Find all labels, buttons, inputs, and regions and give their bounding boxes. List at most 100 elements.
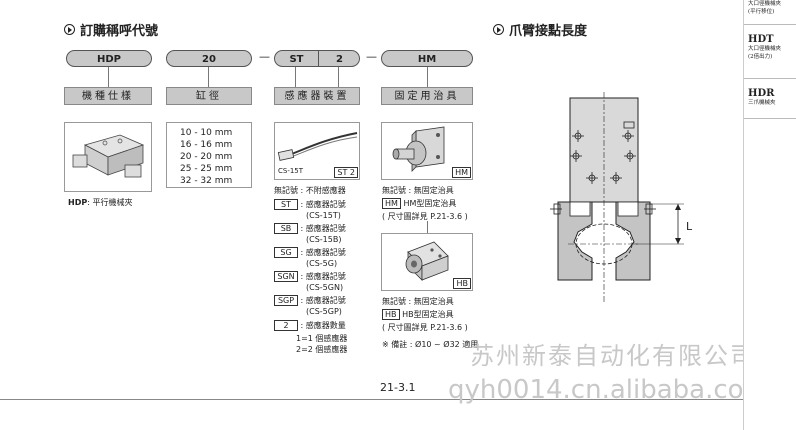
bore-item: 32 - 32 mm <box>180 176 233 186</box>
sidebar-item-hdt[interactable]: HDT 大口徑機械夾 (2倍出力) <box>748 34 794 61</box>
connector <box>427 67 428 87</box>
divider <box>318 51 319 66</box>
header-bore: 缸徑 <box>166 87 252 105</box>
connector <box>295 67 296 87</box>
watermark-company: 苏州新泰自动化有限公司 <box>470 342 756 370</box>
sensor-icon <box>277 132 358 161</box>
note: ※ 備註 : Ø10 ~ Ø32 適用 <box>382 340 479 349</box>
header-model: 機種仕樣 <box>64 87 152 105</box>
code-sensor-qty: 2 <box>336 54 343 65</box>
fixture-hm-tag: HM <box>452 167 471 178</box>
fixture-hm-image: HM <box>381 122 473 180</box>
dash: — <box>366 50 377 63</box>
sensor-code: SGN <box>274 271 298 282</box>
sidebar-item-sub: 大口徑機械夾 <box>748 1 782 7</box>
bore-item: 25 - 25 mm <box>180 164 233 174</box>
sensor-sub: (CS-5GP) <box>306 307 342 316</box>
code-sensor: ST <box>289 54 304 65</box>
dash: — <box>259 50 270 63</box>
sensor-text: : 感應器記號 <box>300 272 346 281</box>
sensor-text: : 感應器記號 <box>300 200 346 209</box>
page-number: 21-3.1 <box>380 381 416 394</box>
connector <box>427 221 428 233</box>
model-caption-code: HDP <box>68 198 88 207</box>
hb-fixture-icon <box>405 241 449 281</box>
sensor-qty: 2 : 感應器數量 <box>274 320 374 331</box>
sensor-sub: (CS-5GN) <box>306 283 344 292</box>
order-code-title-text: 訂購稱呼代號 <box>80 24 159 39</box>
sensor-image-label: CS-15T <box>278 167 304 175</box>
code-pill-bore: 20 <box>166 50 252 67</box>
sensor-option: SGP : 感應器記號 <box>274 295 374 306</box>
fixture-hm-options: 無記號 : 無固定治具 HM HM型固定治具 ( 尺寸圖詳見 P.21-3.6 … <box>382 185 492 222</box>
sensor-text: : 感應器記號 <box>300 248 346 257</box>
code-model: HDP <box>97 54 121 65</box>
arm-dim-label: L <box>686 220 693 233</box>
model-image <box>64 122 152 192</box>
fixture-hb-code: HB <box>382 309 400 320</box>
connector <box>108 67 109 87</box>
bullet-icon <box>493 24 504 35</box>
gripper-icon <box>72 134 145 178</box>
watermark-url: qyh0014.cn.alibaba.com <box>448 375 769 405</box>
sensor-image: CS-15T ST 2 <box>274 122 360 180</box>
fixture-hm-ref: ( 尺寸圖詳見 P.21-3.6 ) <box>382 212 468 221</box>
code-fixture: HM <box>417 54 437 65</box>
sensor-qty-text: : 感應器數量 <box>300 321 346 330</box>
sensor-code: ST <box>274 199 298 210</box>
code-pill-fixture: HM <box>381 50 473 67</box>
bore-item: 20 - 20 mm <box>180 152 233 162</box>
fixture-hm-line: HM HM型固定治具 <box>382 198 492 209</box>
fixture-hb-tag: HB <box>453 278 471 289</box>
connector <box>208 67 209 87</box>
code-pill-model: HDP <box>66 50 152 67</box>
sensor-text: : 感應器記號 <box>300 296 346 305</box>
sensor-option: SB : 感應器記號 <box>274 223 374 234</box>
sidebar-item-sub: (2倍出力) <box>748 54 773 60</box>
sidebar-item-title: HDR <box>748 88 775 99</box>
sensor-options: 無記號 : 不附感應器 ST : 感應器記號 (CS-15T) SB : 感應器… <box>274 185 374 355</box>
sidebar-item-title: HDT <box>748 34 774 45</box>
connector <box>338 67 339 87</box>
sidebar-divider <box>744 118 796 119</box>
sensor-sub: (CS-15B) <box>306 235 342 244</box>
sensor-qty-line: 1=1 個感應器 <box>296 334 348 343</box>
sensor-option: ST : 感應器記號 <box>274 199 374 210</box>
sensor-option: SG : 感應器記號 <box>274 247 374 258</box>
sensor-code: SGP <box>274 295 298 306</box>
fixture-hb-ref: ( 尺寸圖詳見 P.21-3.6 ) <box>382 323 468 332</box>
fixture-hb-image: HB <box>381 233 473 291</box>
bore-list: 10 - 10 mm 16 - 16 mm 20 - 20 mm 25 - 25… <box>166 122 252 188</box>
arm-length-title: 爪臂接點長度 <box>493 20 587 39</box>
sidebar-item-hdr[interactable]: HDR 三爪機械夾 <box>748 88 794 107</box>
sidebar-item-hdp[interactable]: 大口徑機械夾 (平行移位) <box>748 0 794 16</box>
sidebar: 大口徑機械夾 (平行移位) HDT 大口徑機械夾 (2倍出力) HDR 三爪機械… <box>743 0 796 430</box>
code-pill-sensor: ST 2 <box>274 50 360 67</box>
model-caption-text: : 平行機械夾 <box>87 198 133 207</box>
fixture-hb-line: HB HB型固定治具 <box>382 309 492 320</box>
fixture-hb-options: 無記號 : 無固定治具 HB HB型固定治具 ( 尺寸圖詳見 P.21-3.6 … <box>382 296 492 350</box>
model-caption: HDP: 平行機械夾 <box>68 197 132 208</box>
fixture-hm-none: 無記號 : 無固定治具 <box>382 186 454 195</box>
sensor-option: SGN : 感應器記號 <box>274 271 374 282</box>
arm-drawing <box>550 92 684 302</box>
sidebar-divider <box>744 78 796 79</box>
bullet-icon <box>64 24 75 35</box>
header-sensor: 感應器裝置 <box>274 87 360 105</box>
fixture-hb-text: HB型固定治具 <box>402 310 454 319</box>
sensor-qty-code: 2 <box>274 320 298 331</box>
sidebar-item-sub: 三爪機械夾 <box>748 100 776 106</box>
sensor-sub: (CS-5G) <box>306 259 338 268</box>
fixture-hb-none: 無記號 : 無固定治具 <box>382 297 454 306</box>
header-fixture: 固定用治具 <box>381 87 473 105</box>
sensor-image-tag: ST 2 <box>334 167 358 178</box>
order-code-title: 訂購稱呼代號 <box>64 20 158 39</box>
sensor-code: SB <box>274 223 298 234</box>
sidebar-item-sub: 大口徑機械夾 <box>748 46 782 52</box>
fixture-hm-code: HM <box>382 198 401 209</box>
sensor-qty-line: 2=2 個感應器 <box>296 345 348 354</box>
sensor-text: : 感應器記號 <box>300 224 346 233</box>
sensor-none: 無記號 : 不附感應器 <box>274 186 346 195</box>
sidebar-item-sub: (平行移位) <box>748 9 775 15</box>
bore-item: 16 - 16 mm <box>180 140 233 150</box>
